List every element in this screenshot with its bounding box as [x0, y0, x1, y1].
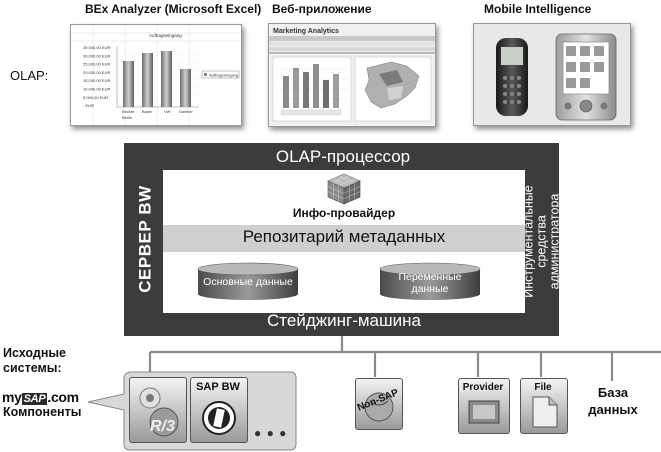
provider-label: Provider	[462, 382, 504, 393]
r3-system-icon	[129, 377, 187, 443]
bex-analyzer-title: BEx Analyzer (Microsoft Excel)	[85, 2, 262, 16]
mobile-devices-thumbnail	[473, 23, 631, 126]
main-data-cylinder-icon	[196, 262, 300, 307]
nonsap-system-icon	[355, 378, 403, 430]
excel-bar-bayer	[142, 53, 153, 107]
metadata-repository-label: Репозитарий метаданных	[242, 227, 446, 246]
info-provider-cube-icon	[326, 172, 362, 211]
excel-y-tick-label: 10.000,00 EUR	[83, 87, 110, 92]
map-region	[379, 70, 403, 86]
excel-chart-title: Auftragseingang	[149, 33, 182, 38]
olap-processor-label: OLAP-процессор	[275, 147, 411, 166]
excel-y-tick-label: 5.000,00 EUR	[83, 95, 108, 100]
web-app-screen: Marketing Analytics	[269, 24, 435, 126]
web-chart-bar	[323, 80, 329, 108]
metadata-repository-band	[163, 225, 525, 252]
sapbw-system-icon	[190, 377, 248, 443]
mysap-logo-sap: SAP	[21, 393, 48, 405]
bex-excel-thumbnail: Auftragseingang 35.000,00 EUR 30.000,00 E…	[70, 24, 242, 126]
web-chart-bar	[283, 76, 289, 108]
main-data-label: Основные данные	[203, 276, 293, 288]
more-components-ellipsis: ● ● ●	[254, 426, 288, 440]
excel-x-label-bayer: Bayer	[142, 109, 153, 114]
r3-label: R/3	[150, 418, 175, 435]
database-label: База данных	[588, 385, 638, 417]
web-app-thumbnail: Marketing Analytics	[268, 23, 436, 127]
excel-y-tick-label: 20.000,00 EUR	[83, 70, 110, 75]
excel-y-tick-label: - EUR	[83, 103, 94, 108]
excel-legend	[201, 70, 240, 79]
mysap-logo-com: .com	[47, 389, 79, 405]
us-map-shape	[364, 61, 420, 109]
provider-system-icon	[458, 378, 510, 434]
excel-x-label-vw: VW	[164, 109, 171, 114]
excel-y-tick-label: 15.000,00 EUR	[83, 78, 110, 83]
mobile-intelligence-title: Mobile Intelligence	[484, 2, 592, 16]
mysap-logo-my: my	[2, 389, 22, 405]
variable-data-label: Переменные данные	[398, 271, 462, 295]
excel-x-label-daimler: Daimler	[179, 109, 193, 114]
web-chart-bar	[333, 74, 339, 108]
excel-bar-chart: Auftragseingang 35.000,00 EUR 30.000,00 E…	[71, 25, 241, 125]
mobile-devices-illustration	[496, 33, 617, 121]
web-chart-bar	[293, 68, 299, 108]
excel-bar-daimler	[180, 69, 191, 107]
file-system-icon	[520, 378, 568, 434]
excel-legend-label: Auftragseingang	[209, 73, 238, 78]
web-app-window-title: Marketing Analytics	[273, 28, 339, 35]
excel-y-tick-label: 35.000,00 EUR	[83, 45, 110, 50]
source-systems-title: Исходные системы:	[3, 346, 66, 375]
olap-label: OLAP:	[10, 68, 49, 83]
web-app-title: Веб-приложение	[272, 2, 372, 16]
file-label: File	[534, 382, 552, 393]
web-chart-bar	[303, 72, 309, 108]
excel-y-tick-label: 30.000,00 EUR	[83, 53, 110, 58]
excel-bar-becker	[123, 61, 134, 107]
map-region	[387, 86, 403, 100]
staging-engine-label: Стейджинг-машина	[267, 311, 421, 330]
components-label: Компоненты	[3, 405, 82, 419]
sapbw-label: SAP BW	[196, 381, 240, 393]
excel-x-label-becker: Becker	[122, 109, 135, 114]
web-chart-bar	[313, 64, 319, 108]
excel-y-tick-label: 25.000,00 EUR	[83, 62, 110, 67]
info-provider-label: Инфо-провайдер	[292, 206, 396, 220]
variable-data-cylinder-icon	[378, 262, 482, 307]
excel-bar-vw	[161, 51, 172, 107]
excel-y-axis: 35.000,00 EUR 30.000,00 EUR 25.000,00 EUR 2…	[83, 45, 110, 108]
excel-x-sub-label: Berlin	[122, 115, 132, 120]
